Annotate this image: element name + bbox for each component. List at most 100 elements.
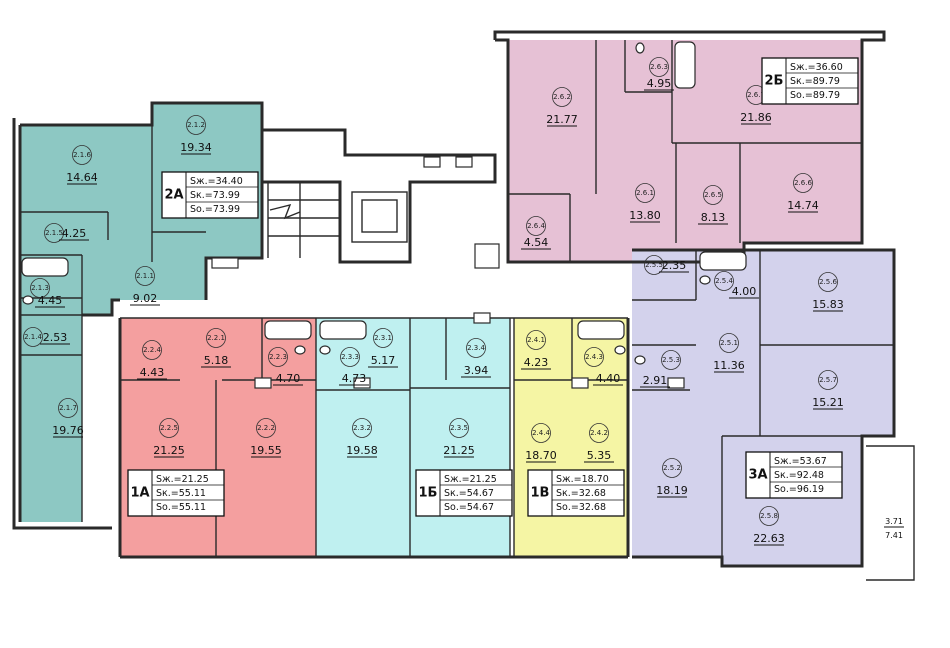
- room-code-circle: [662, 458, 682, 478]
- toilet-2.2.3: [294, 345, 306, 355]
- room-2-2-2: 2.2.219.55: [250, 418, 282, 458]
- shaft-box-7: [455, 156, 473, 168]
- apartment-name: 1Б: [419, 486, 438, 501]
- apartment-area-line: Sо.=73.99: [190, 204, 240, 215]
- room-area: 18.70: [525, 449, 557, 462]
- room-2-1-1: 2.1.19.02: [130, 266, 160, 306]
- room-code: 2.6.7: [747, 91, 765, 99]
- room-code: 2.4.3: [585, 353, 603, 361]
- balcony-area-top: 3.71: [885, 517, 903, 526]
- room-2-3-4: 2.3.43.94: [461, 338, 491, 378]
- room-code-circle: [373, 328, 393, 348]
- room-code-circle: [714, 271, 734, 291]
- room-2-5-1: 2.5.1 11.36: [713, 333, 745, 373]
- room-code-circle: [818, 272, 838, 292]
- room-code: 2.6.4: [527, 222, 545, 230]
- room-code-circle: [72, 145, 92, 165]
- room-code: 2.6.6: [794, 179, 812, 187]
- room-2-2-1: 2.2.15.18: [201, 328, 231, 368]
- apartment-summary-box: [527, 469, 625, 517]
- toilet-2.5.3: [634, 355, 646, 365]
- room-code: 2.5.1: [720, 339, 738, 347]
- shaft-box-1: [254, 377, 272, 389]
- room-code: 2.4.4: [532, 429, 550, 437]
- bath-fixtures: [21, 41, 747, 389]
- room-code: 2.6.1: [636, 189, 654, 197]
- room-2-3-5: 2.3.521.25: [443, 418, 475, 458]
- room-2-5-5: 2.5.52.35: [644, 255, 689, 275]
- room-area: 11.36: [713, 359, 745, 372]
- room-area: 4.70: [276, 372, 301, 385]
- room-2-4-1: 2.4.14.23: [521, 330, 551, 370]
- bathtub-2.3.3: [319, 320, 367, 340]
- apartment-area-line: Sо.=32.68: [556, 502, 606, 513]
- room-code-circle: [644, 255, 664, 275]
- room-code-circle: [44, 223, 64, 243]
- apartment-fills: [20, 40, 894, 566]
- apartment-area-line: Sж.=36.60: [790, 62, 843, 73]
- bathtub-2.2.3: [264, 320, 312, 340]
- apartment-name: 1В: [531, 486, 550, 501]
- room-area: 2.53: [43, 331, 68, 344]
- room-code-circle: [531, 423, 551, 443]
- room-code: 2.3.1: [374, 334, 392, 342]
- apt-1v-area: [514, 318, 628, 557]
- room-area: 21.86: [740, 111, 772, 124]
- apartment-area-line: Sк.=32.68: [556, 488, 606, 499]
- room-code: 2.6.5: [704, 191, 722, 199]
- room-area: 13.80: [629, 209, 661, 222]
- room-code: 2.1.5: [45, 229, 63, 237]
- room-area: 14.74: [787, 199, 819, 212]
- elevator-car: [361, 199, 398, 233]
- room-area: 21.77: [546, 113, 578, 126]
- room-area: 4.45: [38, 294, 63, 307]
- room-area: 4.25: [62, 227, 87, 240]
- room-code-circle: [135, 266, 155, 286]
- room-code: 2.2.5: [160, 424, 178, 432]
- room-area: 4.73: [342, 372, 367, 385]
- room-area: 4.40: [596, 372, 621, 385]
- balcony-area-bottom: 7.41: [885, 531, 903, 540]
- room-code-circle: [703, 185, 723, 205]
- apartment-area-line: Sо.=96.19: [774, 484, 824, 495]
- room-2-1-5: 2.1.54.25: [44, 223, 89, 243]
- shaft-box-6: [423, 156, 441, 168]
- room-area: 2.35: [662, 259, 687, 272]
- apartment-summary-box: [761, 57, 859, 105]
- room-code: 2.5.7: [819, 376, 837, 384]
- apartment-name: 3А: [748, 468, 767, 483]
- toilet-2.4.3: [614, 345, 626, 355]
- bathtub-2.1.3: [21, 257, 69, 277]
- room-code: 2.1.1: [136, 272, 154, 280]
- room-2-5-6: 2.5.615.83: [812, 272, 844, 312]
- room-code-circle: [526, 330, 546, 350]
- room-code: 2.6.2: [553, 93, 571, 101]
- room-2-5-2: 2.5.218.19: [656, 458, 688, 498]
- room-code-circle: [661, 350, 681, 370]
- room-2-6-5: 2.6.58.13: [698, 185, 728, 225]
- apartment-area-line: Sж.=34.40: [190, 176, 243, 187]
- room-area: 2.91: [643, 374, 668, 387]
- bathtub-2.6.3: [674, 41, 696, 89]
- shaft-box-5: [667, 377, 685, 389]
- room-code: 2.1.4: [24, 333, 42, 341]
- room-area: 4.95: [647, 77, 672, 90]
- room-area: 19.58: [346, 444, 378, 457]
- room-area: 22.63: [753, 532, 785, 545]
- room-code-circle: [206, 328, 226, 348]
- room-area: 19.34: [180, 141, 212, 154]
- apartment-summary-box: [745, 451, 843, 499]
- room-code-circle: [818, 370, 838, 390]
- apartment-name: 1А: [130, 486, 149, 501]
- room-code-circle: [649, 57, 669, 77]
- room-code: 2.1.6: [73, 151, 91, 159]
- room-code-circle: [719, 333, 739, 353]
- room-2-6-2: 2.6.2 21.77: [546, 87, 578, 127]
- shaft-box-4: [571, 377, 589, 389]
- room-area: 14.64: [66, 171, 98, 184]
- room-2-6-7: 2.6.7 21.86: [740, 85, 772, 125]
